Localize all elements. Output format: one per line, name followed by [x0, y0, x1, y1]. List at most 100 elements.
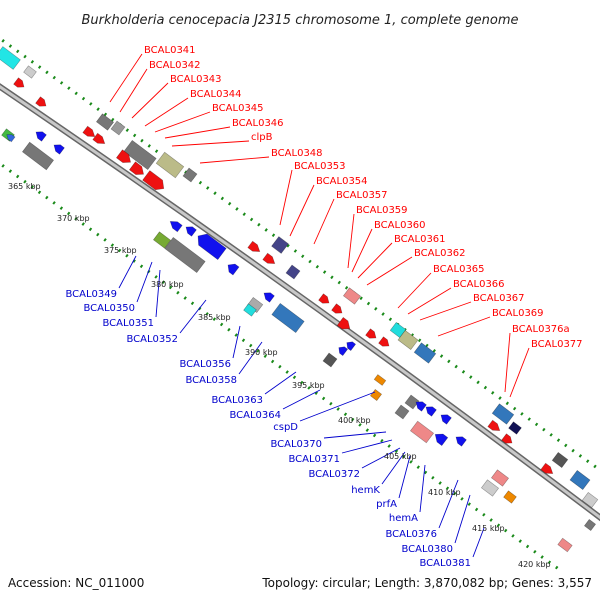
forward-label-leader	[419, 301, 472, 321]
forward-gene-label: BCAL0377	[531, 339, 583, 350]
gene-feature	[164, 236, 206, 274]
forward-gene-feature	[128, 161, 144, 175]
gene-feature	[152, 231, 172, 249]
gene-feature	[322, 352, 338, 368]
forward-gene-label: BCAL0341	[144, 45, 196, 56]
gene-feature	[581, 491, 599, 509]
forward-label-leader	[347, 213, 355, 269]
reverse-label-leader	[232, 325, 241, 359]
reverse-gene-feature	[6, 134, 16, 143]
gene-feature	[285, 264, 301, 280]
forward-label-leader	[437, 316, 491, 337]
reverse-label-leader	[282, 389, 321, 410]
reverse-gene-feature	[415, 401, 427, 412]
forward-gene-feature	[92, 132, 106, 144]
gene-feature	[342, 287, 362, 305]
reverse-label-leader	[299, 391, 376, 422]
forward-gene-label: clpB	[251, 132, 273, 143]
gene-feature	[271, 236, 289, 254]
gene-feature	[491, 403, 515, 425]
reverse-gene-feature	[338, 346, 349, 357]
forward-gene-label: BCAL0360	[374, 220, 426, 231]
reverse-gene-label: BCAL0372	[308, 469, 360, 480]
forward-gene-label: BCAL0362	[414, 248, 466, 259]
gene-feature	[182, 167, 198, 183]
reverse-gene-label: hemK	[351, 485, 380, 496]
gene-feature	[21, 141, 55, 171]
gene-feature	[123, 139, 157, 171]
reverse-gene-feature	[346, 341, 357, 352]
chromosome-backbone	[0, 83, 600, 522]
forward-label-leader	[397, 272, 432, 309]
kbp-tick-label: 390 kbp	[245, 348, 278, 357]
reverse-label-leader	[341, 439, 393, 454]
reverse-label-leader	[238, 341, 263, 375]
reverse-gene-label: BCAL0381	[419, 558, 471, 569]
kbp-tick-label: 365 kbp	[8, 182, 41, 191]
reverse-gene-label: BCAL0376	[385, 529, 437, 540]
reverse-gene-label: BCAL0350	[83, 303, 135, 314]
kbp-tick-label: 400 kbp	[338, 416, 371, 425]
reverse-label-leader	[398, 455, 411, 499]
gene-feature	[271, 302, 305, 334]
reverse-gene-feature	[440, 414, 452, 425]
reverse-gene-feature	[263, 292, 275, 303]
gene-feature	[583, 518, 597, 532]
reverse-gene-label: BCAL0352	[126, 334, 178, 345]
gene-feature	[551, 451, 569, 469]
kbp-tick-label: 405 kbp	[384, 452, 417, 461]
forward-label-leader	[509, 347, 530, 398]
reverse-label-leader	[438, 479, 459, 529]
forward-gene-label: BCAL0369	[492, 308, 544, 319]
gene-feature	[557, 537, 573, 553]
forward-gene-feature	[262, 252, 276, 264]
forward-gene-labels: BCAL0341BCAL0342BCAL0343BCAL0344BCAL0345…	[144, 45, 583, 350]
forward-label-leader	[289, 184, 315, 237]
kbp-tick-label: 380 kbp	[151, 280, 184, 289]
gene-feature	[389, 321, 407, 339]
reverse-label-leader	[454, 494, 471, 544]
gene-feature	[373, 374, 387, 386]
gene-feature	[394, 404, 410, 420]
forward-gene-label: BCAL0346	[232, 118, 284, 129]
gene-feature	[110, 120, 126, 136]
gene-feature	[409, 420, 435, 444]
forward-label-leader	[171, 140, 250, 147]
forward-gene-label: BCAL0342	[149, 60, 201, 71]
gene-feature	[23, 65, 37, 79]
forward-gene-label: BCAL0376a	[512, 324, 570, 335]
reverse-gene-feature	[53, 144, 65, 155]
forward-gene-feature	[142, 170, 165, 191]
reverse-label-leader	[179, 299, 207, 334]
reverse-label-leader	[136, 261, 153, 303]
kbp-tick-label: 375 kbp	[104, 246, 137, 255]
reverse-gene-label: BCAL0370	[270, 439, 322, 450]
forward-label-leader	[154, 111, 211, 133]
gene-feature	[155, 151, 185, 179]
forward-gene-feature	[318, 293, 330, 304]
forward-gene-feature	[378, 336, 390, 347]
gene-feature	[369, 388, 383, 402]
forward-gene-feature	[247, 240, 261, 252]
reverse-gene-labels: BCAL0349BCAL0350BCAL0351BCAL0352BCAL0356…	[65, 289, 471, 569]
forward-gene-label: BCAL0343	[170, 74, 222, 85]
forward-label-leader	[279, 169, 293, 226]
kbp-tick-label: 420 kbp	[518, 560, 551, 569]
forward-gene-label: BCAL0353	[294, 161, 346, 172]
forward-gene-feature	[35, 96, 47, 107]
forward-gene-feature	[331, 303, 343, 314]
forward-label-leader	[144, 97, 189, 127]
reverse-gene-feature	[434, 433, 449, 447]
accession-text: Accession: NC_011000	[8, 576, 144, 590]
forward-label-leader	[357, 242, 393, 279]
reverse-gene-label: BCAL0364	[229, 410, 281, 421]
forward-gene-feature	[13, 77, 25, 88]
kbp-tick-label: 395 kbp	[292, 381, 325, 390]
reverse-gene-feature	[185, 226, 197, 237]
forward-label-leader	[407, 287, 452, 315]
forward-gene-label: BCAL0366	[453, 279, 505, 290]
forward-gene-label: BCAL0361	[394, 234, 446, 245]
reverse-label-leader	[361, 447, 401, 469]
